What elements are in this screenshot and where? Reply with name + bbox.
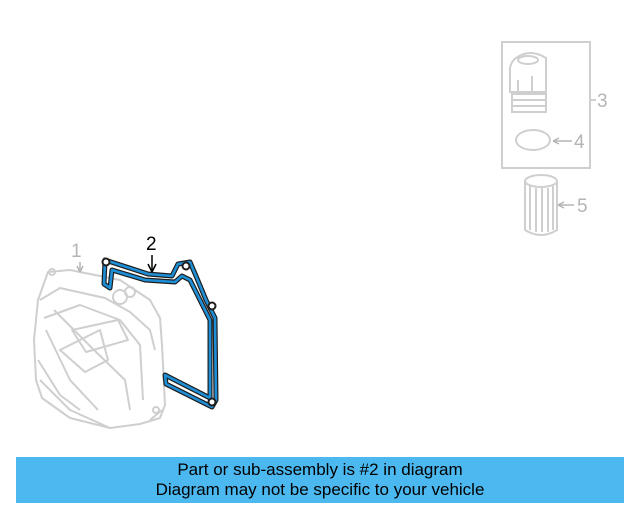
filter-element-part-5: [524, 174, 558, 236]
kit-bracket-part-3: [501, 41, 596, 169]
gasket-part-2: [101, 257, 219, 410]
housing-part-1: [33, 268, 166, 429]
leader-lines: [76, 137, 574, 273]
banner-line-disclaimer: Diagram may not be specific to your vehi…: [155, 480, 485, 499]
filter-cap-icon: [509, 52, 547, 113]
callout-5: 5: [577, 196, 588, 217]
callout-3: 3: [597, 91, 608, 112]
parts-diagram: 1 2 3 4 5: [33, 41, 608, 429]
callout-2: 2: [146, 234, 157, 255]
callout-4: 4: [574, 132, 585, 153]
o-ring-part-4: [515, 129, 551, 151]
callout-1: 1: [71, 241, 82, 262]
info-banner: Part or sub-assembly is #2 in diagram Di…: [16, 457, 624, 503]
banner-line-part-number: Part or sub-assembly is #2 in diagram: [177, 460, 463, 479]
